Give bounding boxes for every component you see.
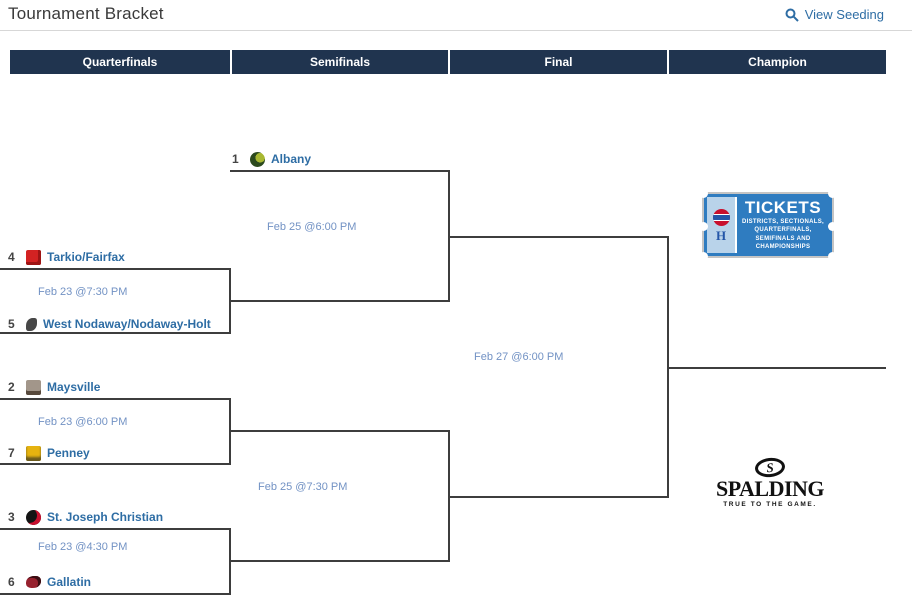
- seed-number: 7: [8, 446, 15, 460]
- seed-number: 3: [8, 510, 15, 524]
- team-link-st-joseph-christian[interactable]: St. Joseph Christian: [47, 510, 164, 524]
- round-header-final: Final: [450, 50, 667, 74]
- spalding-wordmark: SPALDING: [715, 476, 825, 501]
- bracket-line: [0, 268, 231, 270]
- round-header-champion: Champion: [669, 50, 886, 74]
- team-logo-penney: [26, 445, 41, 461]
- tickets-caption: DISTRICTS, SECTIONALS, QUARTERFINALS, SE…: [742, 219, 824, 250]
- team-row-gallatin: 6 Gallatin: [8, 573, 91, 591]
- team-logo-tarkio-fairfax: [26, 249, 41, 265]
- team-row-st-joseph-christian: 3 St. Joseph Christian: [8, 508, 163, 526]
- seed-number: 2: [8, 380, 15, 394]
- bracket-line: [229, 300, 450, 302]
- ticket-notch: [828, 252, 837, 261]
- bracket-line: [0, 528, 231, 530]
- tickets-banner[interactable]: H TICKETS DISTRICTS, SECTIONALS, QUARTER…: [699, 189, 837, 261]
- topbar: Tournament Bracket View Seeding: [0, 0, 912, 31]
- search-icon: [785, 8, 799, 22]
- bracket-line: [448, 236, 669, 238]
- team-link-tarkio-fairfax[interactable]: Tarkio/Fairfax: [47, 250, 125, 264]
- game-date-quarterfinal-3[interactable]: Feb 23 @4:30 PM: [38, 541, 128, 553]
- bracket-line: [0, 463, 231, 465]
- game-date-semifinal-1[interactable]: Feb 25 @6:00 PM: [267, 221, 357, 233]
- round-header-semifinals: Semifinals: [232, 50, 448, 74]
- game-date-semifinal-2[interactable]: Feb 25 @7:30 PM: [258, 481, 348, 493]
- team-logo-albany: [250, 151, 265, 167]
- ticket-notch: [699, 222, 708, 231]
- team-link-gallatin[interactable]: Gallatin: [47, 575, 92, 589]
- bracket-line: [448, 496, 669, 498]
- team-row-tarkio-fairfax: 4 Tarkio/Fairfax: [8, 248, 125, 266]
- ticket-notch: [828, 222, 837, 231]
- bracket-line: [0, 398, 231, 400]
- bracket-line: [229, 430, 450, 432]
- bracket-line: [667, 367, 886, 369]
- seed-number: 4: [8, 250, 15, 264]
- ticket-notch: [699, 252, 708, 261]
- ticket-notch: [828, 189, 837, 198]
- team-link-west-nodaway[interactable]: West Nodaway/Nodaway-Holt: [43, 317, 211, 331]
- ticket-stub: H: [707, 197, 737, 253]
- bracket-line: [229, 560, 450, 562]
- team-link-maysville[interactable]: Maysville: [47, 380, 101, 394]
- mshsaa-round-logo: [712, 208, 730, 226]
- team-logo-west-nodaway: [26, 317, 37, 331]
- team-link-penney[interactable]: Penney: [47, 446, 90, 460]
- bracket-line: [0, 332, 231, 334]
- seed-number: 1: [232, 152, 239, 166]
- bracket-line: [0, 593, 231, 595]
- round-header-quarterfinals: Quarterfinals: [10, 50, 230, 74]
- view-seeding-link[interactable]: View Seeding: [785, 7, 884, 22]
- team-row-west-nodaway: 5 West Nodaway/Nodaway-Holt: [8, 315, 211, 333]
- team-row-penney: 7 Penney: [8, 444, 90, 462]
- team-link-albany[interactable]: Albany: [271, 152, 312, 166]
- view-seeding-label: View Seeding: [804, 7, 884, 22]
- team-logo-gallatin: [26, 576, 41, 588]
- game-date-final[interactable]: Feb 27 @6:00 PM: [474, 351, 564, 363]
- seed-number: 6: [8, 575, 15, 589]
- spalding-logo[interactable]: S SPALDING TRUE TO THE GAME.: [708, 456, 832, 509]
- bracket-line: [230, 170, 450, 172]
- team-row-albany: 1 Albany: [232, 150, 311, 168]
- team-logo-st-joseph-christian: [26, 509, 41, 525]
- team-logo-maysville: [26, 379, 41, 395]
- ticket-notch: [699, 189, 708, 198]
- team-row-maysville: 2 Maysville: [8, 378, 100, 396]
- homecoming-h-logo: H: [715, 227, 727, 243]
- game-date-quarterfinal-1[interactable]: Feb 23 @7:30 PM: [38, 286, 128, 298]
- spalding-tagline: TRUE TO THE GAME.: [723, 501, 817, 509]
- ticket-main: TICKETS DISTRICTS, SECTIONALS, QUARTERFI…: [737, 197, 829, 253]
- page-title: Tournament Bracket: [8, 4, 164, 23]
- game-date-quarterfinal-2[interactable]: Feb 23 @6:00 PM: [38, 416, 128, 428]
- tickets-title: TICKETS: [744, 198, 822, 218]
- seed-number: 5: [8, 317, 15, 331]
